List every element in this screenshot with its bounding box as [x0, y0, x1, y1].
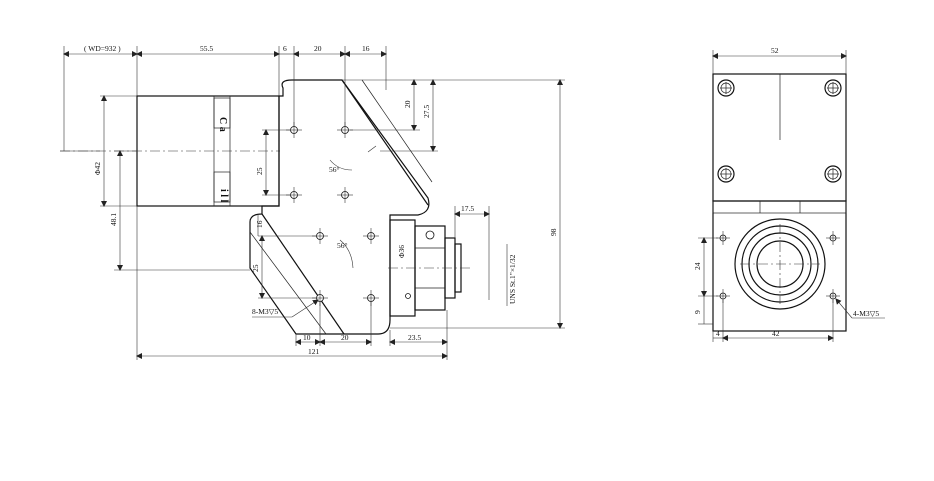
mirror-face [261, 213, 345, 335]
bottom-dimensions: 10 20 23.5 121 [136, 206, 448, 360]
mounting-holes [286, 122, 379, 306]
front-view: 52 24 9 4 42 4-M3▽5 [693, 46, 885, 342]
camera-mount: Φ36 [388, 219, 470, 317]
dim-16-left: 16 [255, 220, 264, 228]
dim-10: 10 [303, 333, 311, 342]
lens-port [734, 218, 826, 310]
dim-20-bottom: 20 [341, 333, 349, 342]
screw-heads [717, 79, 842, 183]
prism-face [341, 79, 429, 206]
dim-4: 4 [716, 329, 720, 338]
lower-block [712, 200, 847, 332]
bore-label: Φ36 [397, 245, 406, 258]
dim-98: 98 [549, 228, 558, 236]
dim-6: 6 [283, 44, 287, 53]
front-holes [716, 231, 840, 303]
hole-callout-right: 4-M3▽5 [853, 309, 879, 318]
dim-24: 24 [693, 262, 702, 270]
top-dimensions: ( WD=932 ) 55.5 6 20 16 [63, 44, 387, 151]
hole-callout-left: 8-M3▽5 [252, 307, 278, 316]
dim-23-5: 23.5 [408, 333, 421, 342]
side-view: C a i l l [60, 44, 565, 360]
dim-55-5: 55.5 [200, 44, 213, 53]
angle-label-lower: 56° [337, 241, 348, 250]
wd-label: ( WD=932 ) [84, 44, 121, 53]
dim-48-1: 48.1 [109, 213, 118, 226]
dim-16-top: 16 [362, 44, 370, 53]
dim-25-upper: 25 [255, 167, 264, 175]
lens-label-top: C a [217, 117, 228, 132]
angle-label-upper: 56° [329, 165, 340, 174]
right-dimensions: 20 27.5 98 17.5 UNS St.1"×1/32 [342, 79, 565, 329]
prism-housing [249, 79, 430, 335]
left-dimensions: Φ42 48.1 25 16 25 [93, 95, 316, 299]
dim-25-lower: 25 [251, 264, 260, 272]
thread-label: UNS St.1"×1/32 [508, 254, 517, 304]
dim-20-right: 20 [403, 100, 412, 108]
dim-17-5: 17.5 [461, 204, 474, 213]
dim-9: 9 [693, 310, 702, 314]
set-screw-icon [425, 230, 435, 240]
dim-27-5: 27.5 [422, 105, 431, 118]
dim-20-top: 20 [314, 44, 322, 53]
dim-42: 42 [772, 329, 780, 338]
dim-phi-42: Φ42 [93, 162, 102, 175]
dim-52: 52 [771, 46, 779, 55]
lens-label-bottom: i l l [218, 189, 229, 203]
dim-121: 121 [308, 347, 320, 356]
